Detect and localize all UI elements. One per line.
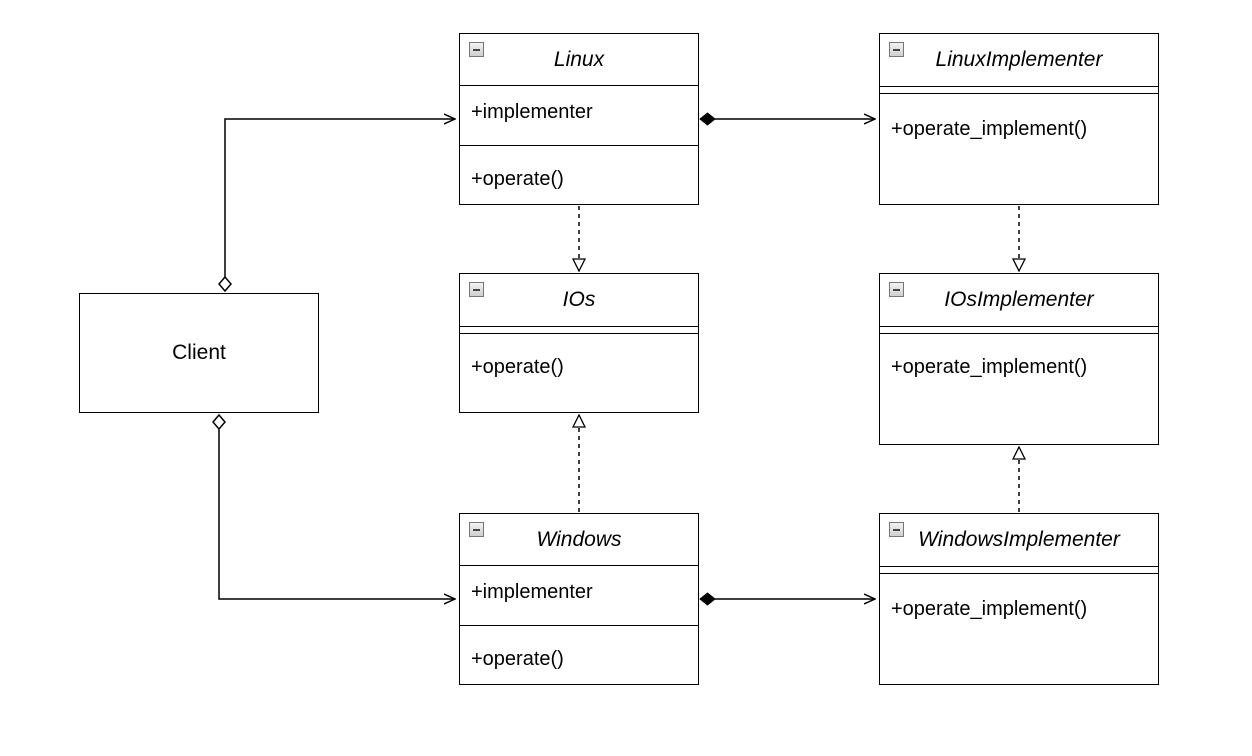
minus-icon[interactable]: [889, 42, 904, 57]
minus-icon[interactable]: [469, 522, 484, 537]
windows-composition-diamond: [699, 592, 716, 606]
class-windows-implementer[interactable]: WindowsImplementer +operate_implement(): [879, 513, 1159, 685]
minus-icon[interactable]: [889, 522, 904, 537]
client-label: Client: [172, 341, 226, 364]
class-windows-name: Windows: [536, 528, 622, 551]
minus-icon[interactable]: [889, 282, 904, 297]
class-linux-implementer-operation: +operate_implement(): [891, 118, 1088, 140]
client-linux-aggregation-diamond: [218, 275, 232, 293]
class-windows-operation: +operate(): [471, 648, 564, 670]
client-windows-aggregation-diamond: [212, 413, 226, 431]
linux-composition-diamond: [699, 112, 716, 126]
interface-ios-implementer-header: IOsImplementer: [880, 274, 1158, 326]
interface-ios-implementer-operation: +operate_implement(): [891, 356, 1088, 378]
empty-attributes-separator: [880, 326, 1158, 334]
client-linux-aggregation: [224, 119, 455, 283]
class-windows[interactable]: Windows +implementer +operate(): [459, 513, 699, 685]
empty-attributes-separator: [460, 326, 698, 334]
interface-ios-operation: +operate(): [471, 356, 564, 378]
minus-icon[interactable]: [469, 42, 484, 57]
class-linux-implementer-name: LinuxImplementer: [935, 48, 1103, 71]
class-linux-name: Linux: [553, 48, 605, 71]
interface-ios-name: IOs: [562, 288, 596, 311]
interface-ios-implementer-name: IOsImplementer: [944, 288, 1094, 311]
empty-attributes-separator: [880, 566, 1158, 574]
empty-attributes-separator: [880, 86, 1158, 94]
client-windows-aggregation: [218, 428, 455, 599]
class-windows-implementer-header: WindowsImplementer: [880, 514, 1158, 566]
interface-ios-header: IOs: [460, 274, 698, 326]
class-windows-header: Windows: [460, 514, 698, 566]
class-linux-implementer-header: LinuxImplementer: [880, 34, 1158, 86]
minus-icon[interactable]: [469, 282, 484, 297]
class-linux-implementer[interactable]: LinuxImplementer +operate_implement(): [879, 33, 1159, 205]
class-windows-implementer-name: WindowsImplementer: [918, 528, 1120, 551]
class-windows-attribute: +implementer: [460, 566, 698, 626]
interface-ios[interactable]: IOs +operate(): [459, 273, 699, 413]
class-linux-header: Linux: [460, 34, 698, 86]
interface-ios-implementer[interactable]: IOsImplementer +operate_implement(): [879, 273, 1159, 445]
class-linux-attribute: +implementer: [460, 86, 698, 146]
client-box[interactable]: Client: [79, 293, 319, 413]
class-linux[interactable]: Linux +implementer +operate(): [459, 33, 699, 205]
class-windows-implementer-operation: +operate_implement(): [891, 598, 1088, 620]
class-linux-operation: +operate(): [471, 168, 564, 190]
